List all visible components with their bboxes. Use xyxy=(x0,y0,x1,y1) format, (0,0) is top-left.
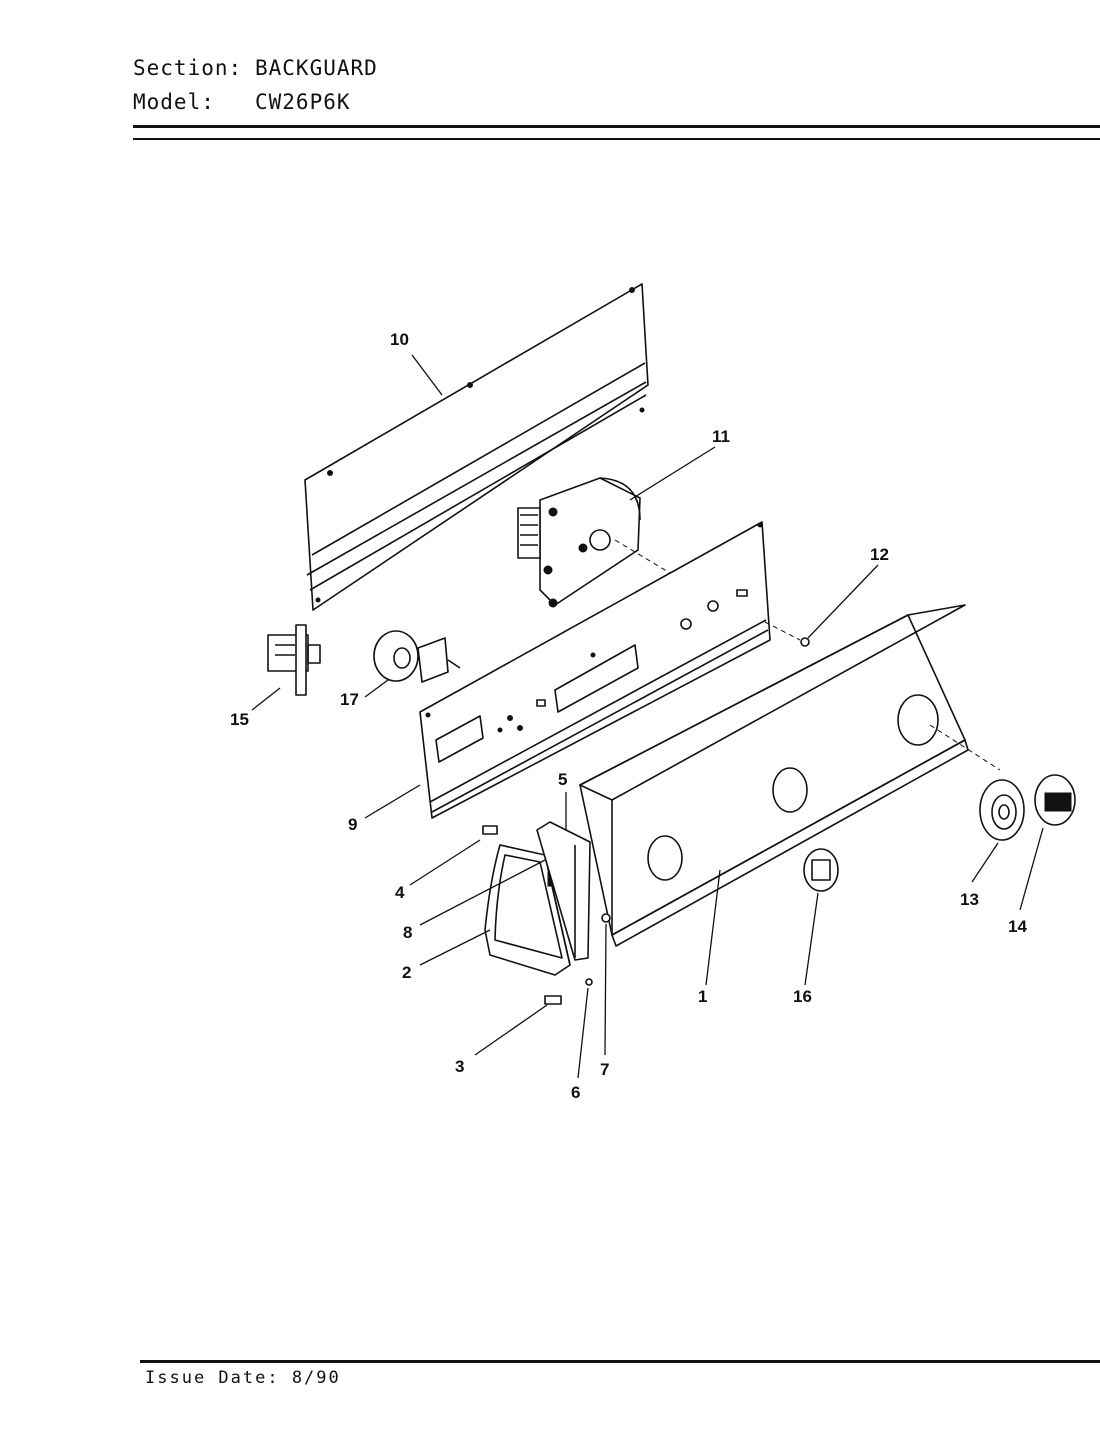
part-13-knob-skirt xyxy=(979,779,1025,841)
part-4-bracket xyxy=(482,825,498,835)
callout-1: 1 xyxy=(698,987,707,1006)
callout-17: 17 xyxy=(340,690,359,709)
model-label: Model: xyxy=(133,90,215,114)
part-12-screw xyxy=(764,621,810,647)
callout-13: 13 xyxy=(960,890,979,909)
part-14-knob xyxy=(1034,774,1076,826)
part-15-switch xyxy=(267,624,321,696)
model-header: Model: CW26P6K xyxy=(133,90,351,114)
section-value: BACKGUARD xyxy=(255,56,378,80)
callout-16: 16 xyxy=(793,987,812,1006)
header-rule-thick xyxy=(133,125,1100,128)
callout-9: 9 xyxy=(348,815,357,834)
footer-rule xyxy=(140,1360,1100,1363)
part-5-trim-strip xyxy=(536,821,591,961)
callout-5: 5 xyxy=(558,770,567,789)
part-2-window-frame xyxy=(484,844,571,976)
part-3-bracket xyxy=(544,995,562,1005)
callout-6: 6 xyxy=(571,1083,580,1102)
part-7-clip xyxy=(601,913,611,923)
part-11-timer xyxy=(517,477,716,608)
part-1-console-panel xyxy=(579,604,1001,947)
header-rule-thin xyxy=(133,138,1100,140)
section-label: Section: xyxy=(133,56,243,80)
leader-lines xyxy=(251,354,1044,1079)
callout-11: 11 xyxy=(712,427,730,446)
callout-15: 15 xyxy=(230,710,249,729)
callout-14: 14 xyxy=(1008,917,1027,936)
model-value: CW26P6K xyxy=(255,90,351,114)
callout-4: 4 xyxy=(395,883,405,902)
part-6-clip xyxy=(585,978,593,986)
issue-date: Issue Date: 8/90 xyxy=(145,1368,341,1388)
section-header: Section: BACKGUARD xyxy=(133,56,378,80)
callout-10: 10 xyxy=(390,330,409,349)
callout-8: 8 xyxy=(403,923,412,942)
callout-3: 3 xyxy=(455,1057,464,1076)
part-16-knob xyxy=(803,848,839,892)
callout-2: 2 xyxy=(402,963,411,982)
part-9-console-plate xyxy=(419,521,771,819)
callout-12: 12 xyxy=(870,545,889,564)
callout-7: 7 xyxy=(600,1060,609,1079)
part-10-rear-panel xyxy=(304,283,649,611)
part-17-pressure-switch xyxy=(373,630,461,683)
